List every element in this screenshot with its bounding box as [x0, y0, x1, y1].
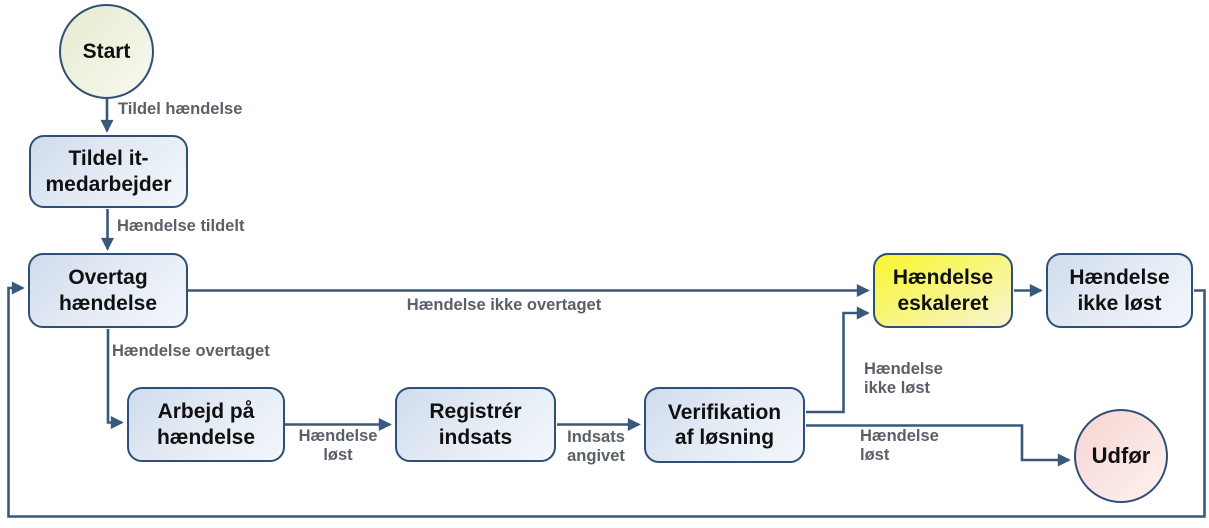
edge-label-haendelse-ikke-loest: Hændelse ikke løst	[864, 360, 943, 398]
node-start: Start	[59, 4, 154, 99]
node-overtag-haendelse: Overtag hændelse	[28, 253, 188, 328]
node-overtag-haendelse-label: Overtag hændelse	[58, 266, 158, 315]
node-verifikation-af-loesning-label: Verifikation af løsning	[667, 400, 782, 449]
edge-label-haendelse-loest-2: Hændelse løst	[860, 427, 939, 465]
node-arbejd-paa-haendelse: Arbejd på hændelse	[127, 387, 285, 462]
node-tildel-it-medarbejder: Tildel it- medarbejder	[29, 135, 188, 208]
node-arbejd-paa-haendelse-label: Arbejd på hændelse	[156, 400, 256, 449]
node-haendelse-eskaleret-label: Hændelse eskaleret	[892, 266, 994, 315]
node-haendelse-ikke-loest-label: Hændelse ikke løst	[1069, 266, 1170, 315]
edge-overtag-to-arbejd	[106, 329, 124, 429]
node-haendelse-ikke-loest: Hændelse ikke løst	[1046, 253, 1193, 328]
edge-label-haendelse-tildelt: Hændelse tildelt	[117, 217, 245, 235]
edge-label-tildel-haendelse: Tildel hændelse	[118, 100, 243, 118]
node-start-label: Start	[82, 39, 131, 63]
edge-ikkeloest-loop-to-overtag	[7, 281, 1206, 518]
edge-verifikation-to-eskaleret	[806, 306, 870, 414]
node-haendelse-eskaleret: Hændelse eskaleret	[873, 253, 1013, 328]
node-udfoer-label: Udfør	[1091, 442, 1151, 468]
node-udfoer: Udfør	[1074, 409, 1168, 503]
edge-label-haendelse-ikke-overtaget: Hændelse ikke overtaget	[406, 296, 602, 314]
edge-label-indsats-angivet: Indsats angivet	[567, 428, 625, 466]
node-verifikation-af-loesning: Verifikation af løsning	[644, 387, 805, 463]
node-registrer-indsats: Registrér indsats	[395, 387, 556, 462]
edge-label-haendelse-overtaget: Hændelse overtaget	[112, 342, 270, 360]
node-tildel-it-medarbejder-label: Tildel it- medarbejder	[45, 147, 172, 196]
edge-verifikation-to-udfoer	[806, 424, 1071, 467]
node-registrer-indsats-label: Registrér indsats	[429, 400, 522, 449]
edge-label-haendelse-loest-1: Hændelse løst	[298, 427, 378, 465]
